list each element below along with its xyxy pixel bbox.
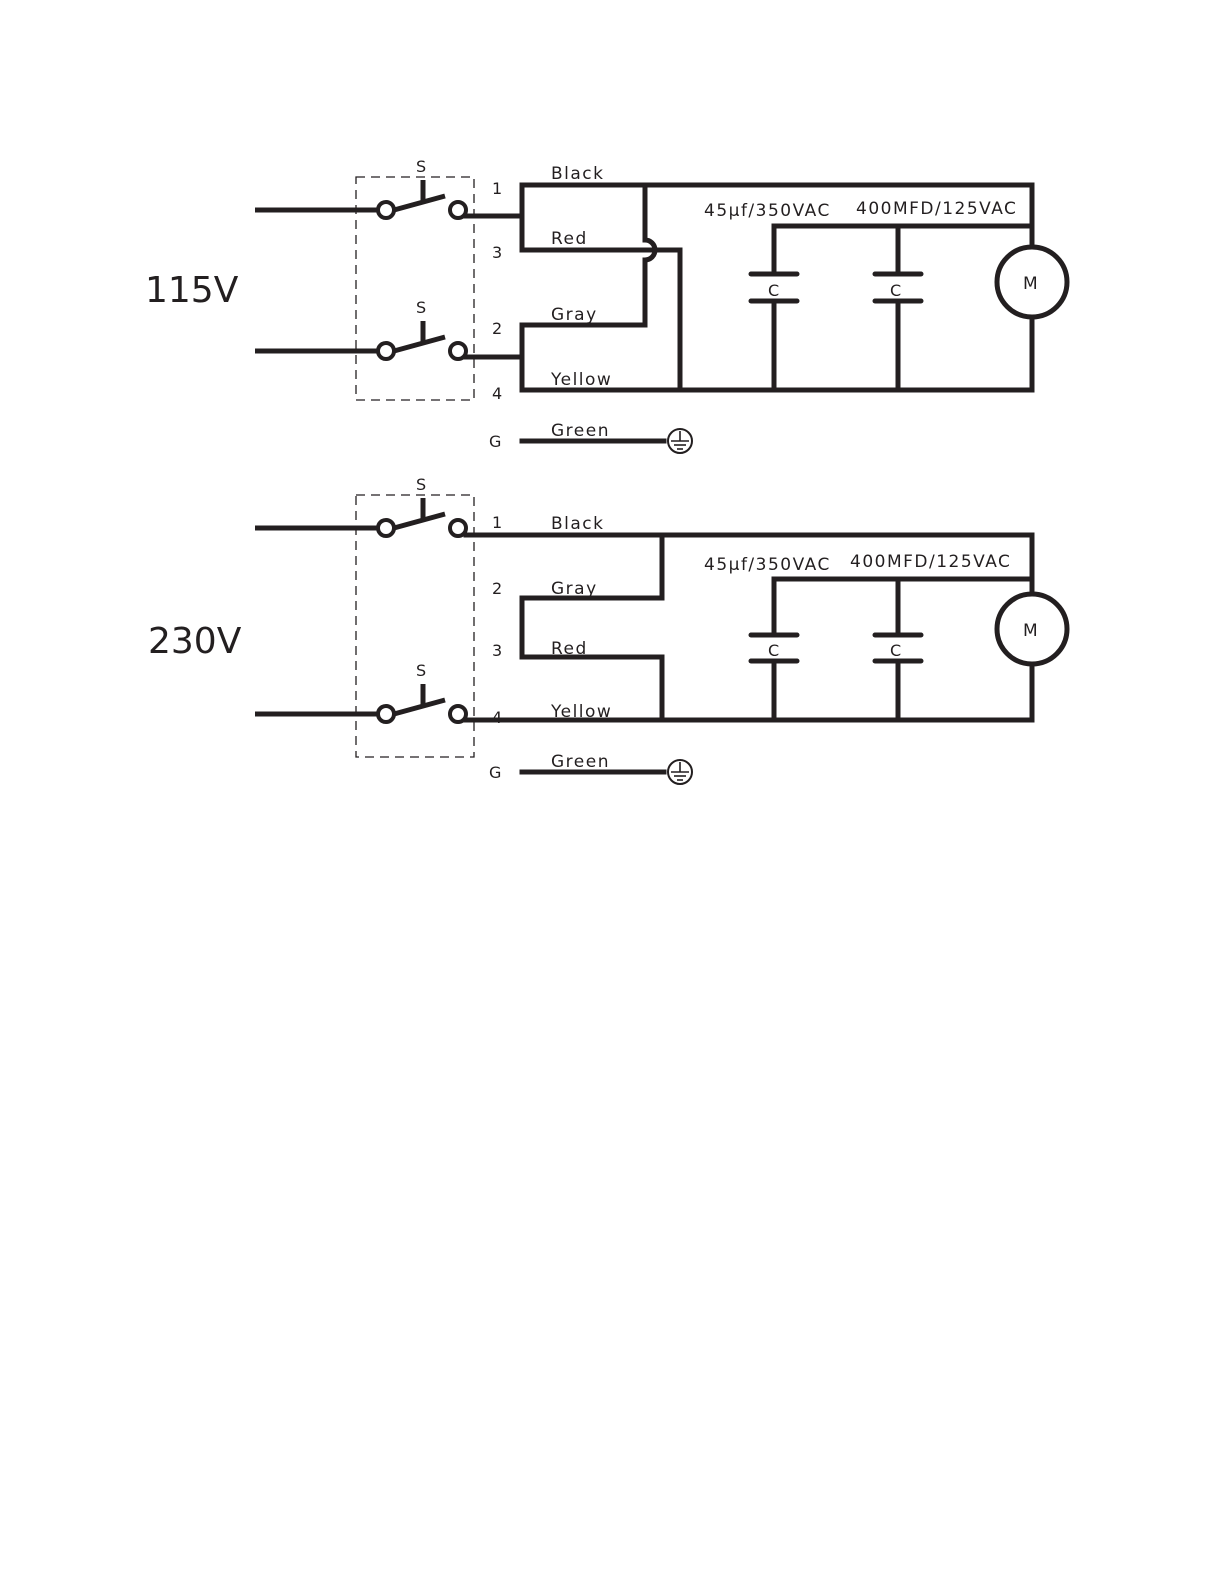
- switch-label: S: [416, 475, 426, 494]
- voltage-label-115: 115V: [145, 270, 239, 311]
- terminal-number: 1: [492, 179, 502, 198]
- ground-icon: [668, 429, 692, 453]
- capacitor-1: C: [751, 274, 797, 301]
- switch-label: S: [416, 157, 426, 176]
- switch-label: S: [416, 298, 426, 317]
- terminal-number: 1: [492, 513, 502, 532]
- wire-label: Gray: [551, 305, 598, 325]
- wire-label: Yellow: [550, 370, 612, 390]
- switch-label: S: [416, 661, 426, 680]
- switch-top: S: [255, 157, 466, 218]
- wire-label: Black: [551, 514, 605, 534]
- capacitor-2: C: [875, 274, 921, 301]
- capacitor-rating: 45µf/350VAC: [704, 555, 831, 575]
- diagram-115v: 115V S S 1 3 2 4 G Black Red Gra: [145, 157, 1067, 453]
- motor-symbol: M: [997, 594, 1067, 664]
- diagram-230v: 230V S S 1 2 3 4 G Black Gray Red Yellow…: [148, 475, 1067, 784]
- capacitor-label: C: [890, 641, 901, 660]
- terminal-number: G: [489, 763, 501, 782]
- terminal-number: 3: [492, 641, 502, 660]
- wire-label: Red: [551, 229, 588, 249]
- terminal-number: G: [489, 432, 501, 451]
- terminal-number: 4: [492, 384, 502, 403]
- capacitor-2: C: [875, 635, 921, 661]
- switch-bottom: S: [255, 661, 466, 722]
- terminal-number: 2: [492, 579, 502, 598]
- capacitor-1: C: [751, 635, 797, 661]
- wire-label: Black: [551, 164, 605, 184]
- wire-label: Green: [551, 752, 610, 772]
- terminal-number: 3: [492, 243, 502, 262]
- capacitor-rating: 400MFD/125VAC: [850, 552, 1011, 572]
- voltage-label-230: 230V: [148, 621, 242, 662]
- terminal-number: 2: [492, 319, 502, 338]
- capacitor-rating: 45µf/350VAC: [704, 201, 831, 221]
- motor-symbol: M: [997, 247, 1067, 317]
- wire-label: Green: [551, 421, 610, 441]
- ground-icon: [668, 760, 692, 784]
- capacitor-rating: 400MFD/125VAC: [856, 199, 1017, 219]
- switch-bottom: S: [255, 298, 466, 359]
- capacitor-label: C: [768, 281, 779, 300]
- switch-top: S: [255, 475, 466, 536]
- motor-label: M: [1023, 621, 1038, 641]
- motor-label: M: [1023, 274, 1038, 294]
- capacitor-label: C: [768, 641, 779, 660]
- capacitor-label: C: [890, 281, 901, 300]
